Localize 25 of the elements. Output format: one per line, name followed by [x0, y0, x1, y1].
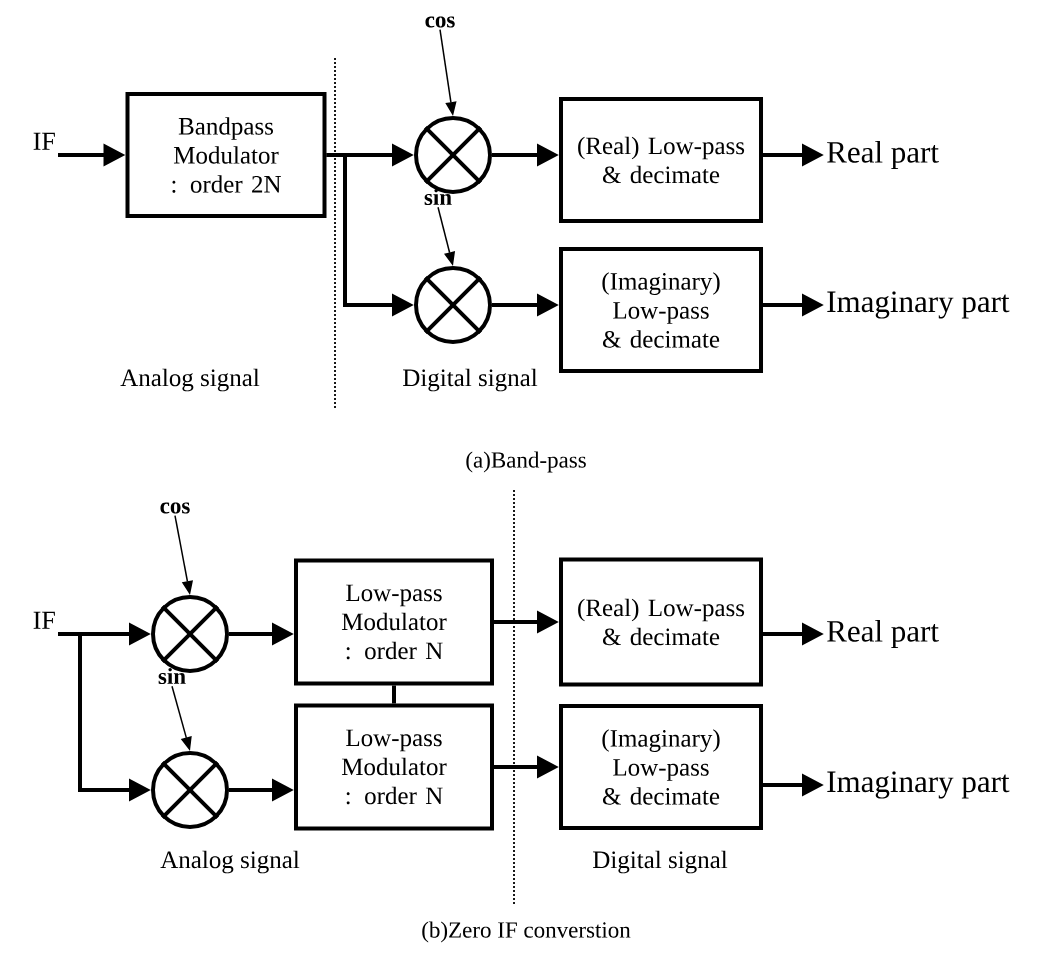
- region-label: Analog signal: [120, 368, 260, 392]
- mixer-symbol: [414, 266, 492, 344]
- connector-line: [392, 685, 396, 704]
- block-box: Low-pass Modulator : order N: [294, 703, 494, 831]
- block-box: (Imaginary) Low-pass & decimate: [559, 704, 763, 830]
- block-box: (Real) Low-pass & decimate: [559, 97, 763, 223]
- block-box: Bandpass Modulator : order 2N: [125, 92, 327, 218]
- oscillator-label: cos: [160, 502, 190, 514]
- region-label: Digital signal: [403, 368, 538, 392]
- input-label: IF: [33, 611, 55, 629]
- caption: (a)Band-pass: [466, 451, 586, 473]
- region-label: Analog signal: [160, 850, 300, 874]
- output-label: Imaginary part: [827, 771, 1010, 799]
- caption: (b)Zero IF converstion: [422, 921, 631, 943]
- block-box: (Imaginary) Low-pass & decimate: [559, 247, 763, 373]
- mixer-symbol: [151, 751, 229, 829]
- oscillator-label: cos: [425, 16, 455, 28]
- block-box: Low-pass Modulator : order N: [294, 558, 494, 686]
- input-label: IF: [33, 132, 55, 150]
- block-box: (Real) Low-pass & decimate: [559, 557, 763, 687]
- output-label: Imaginary part: [827, 291, 1010, 319]
- oscillator-label: sin: [158, 667, 186, 685]
- oscillator-label: sin: [424, 188, 452, 206]
- output-label: Real part: [827, 619, 939, 649]
- output-label: Real part: [827, 140, 939, 170]
